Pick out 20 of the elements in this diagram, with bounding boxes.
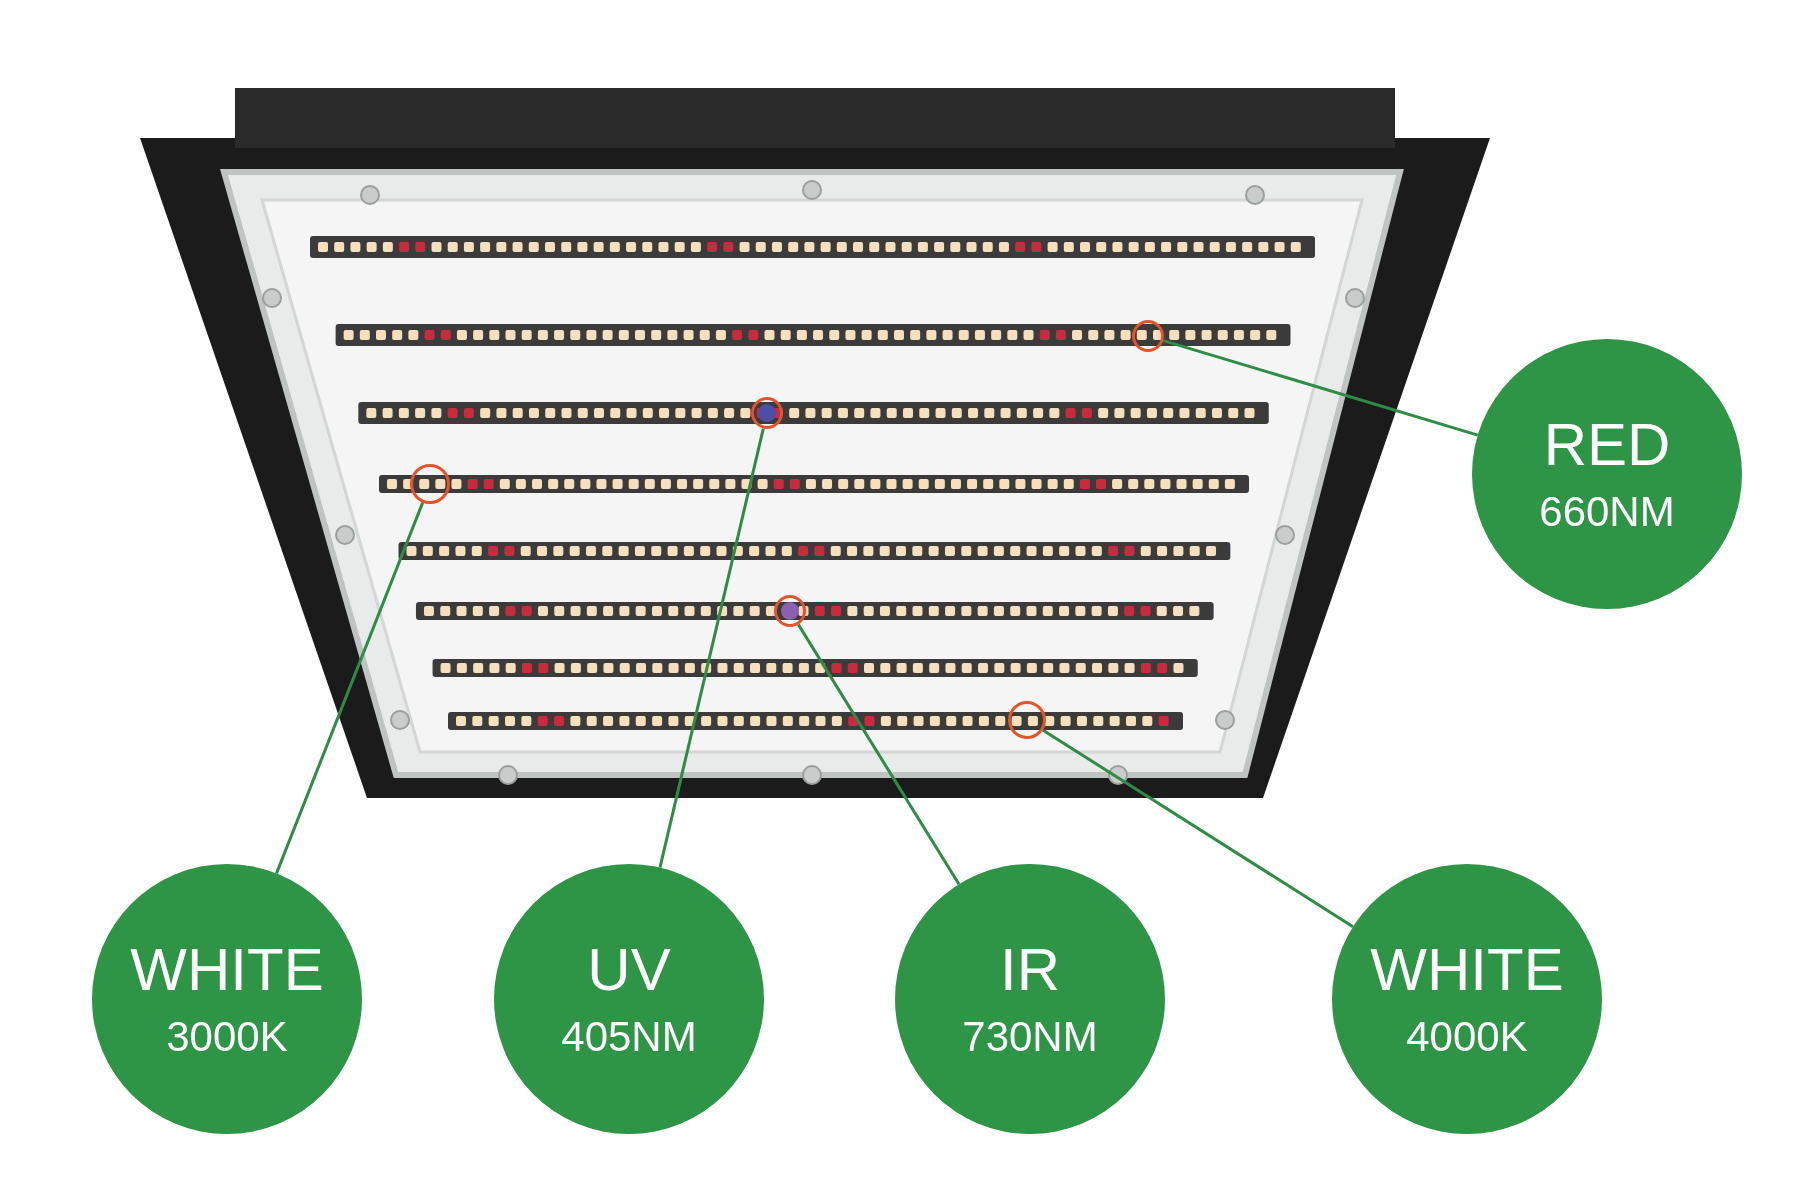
highlight-ring [1008, 701, 1046, 739]
wavelength-value: 405NM [561, 1016, 697, 1058]
leader-line [797, 623, 961, 885]
color-name: RED [1543, 415, 1671, 475]
wavelength-value: 3000K [166, 1016, 288, 1058]
highlight-ring [774, 595, 806, 627]
color-name: UV [587, 940, 671, 1000]
highlight-ring [1132, 320, 1164, 352]
leader-line [275, 502, 425, 874]
color-name: IR [1000, 940, 1060, 1000]
leader-line [658, 428, 765, 868]
leader-line [1042, 728, 1354, 928]
color-name: WHITE [130, 940, 324, 1000]
wavelength-value: 730NM [962, 1016, 1098, 1058]
wavelength-value: 4000K [1406, 1016, 1528, 1058]
leader-line [1162, 339, 1479, 437]
color-name: WHITE [1370, 940, 1564, 1000]
highlight-ring [410, 464, 450, 504]
highlight-ring [751, 397, 783, 429]
wavelength-value: 660NM [1539, 491, 1675, 533]
